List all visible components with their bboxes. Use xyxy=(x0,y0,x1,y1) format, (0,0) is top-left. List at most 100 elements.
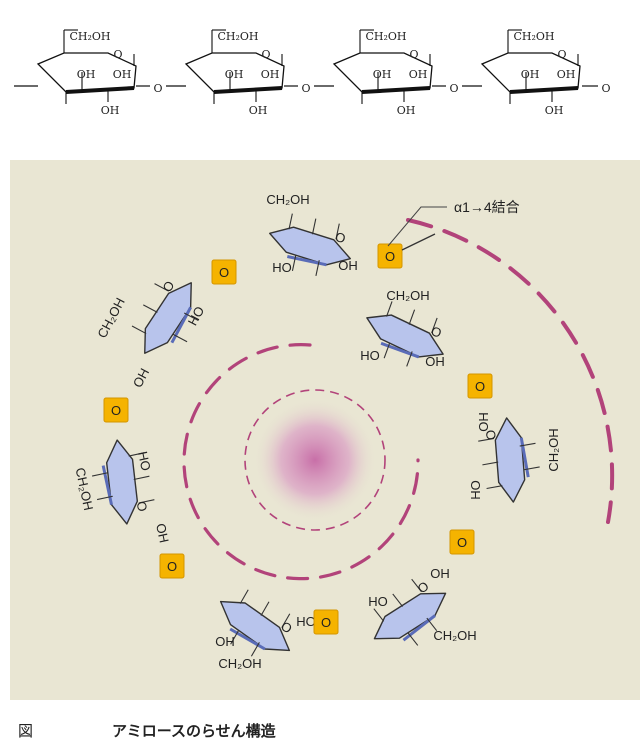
substituent-bond xyxy=(406,351,413,367)
bridge-box xyxy=(159,553,185,579)
bridge-oxygen: O xyxy=(467,373,493,399)
chain-end-oxygen: O xyxy=(601,82,610,95)
bridge-oxygen: O xyxy=(449,529,475,555)
substituent-bond xyxy=(407,632,419,646)
substituent-bond xyxy=(183,312,199,322)
substituent-bond xyxy=(519,442,536,447)
substituent-bond xyxy=(386,301,393,317)
ring-front-edge xyxy=(101,465,113,505)
middle-helix-arc xyxy=(182,343,420,581)
bridge-box xyxy=(449,529,475,555)
substituent-bond xyxy=(478,437,495,442)
ch2oh-label: CH₂OH xyxy=(513,30,554,43)
ch2oh-label: CH₂OH xyxy=(69,30,110,43)
oh-label: OH xyxy=(425,354,445,369)
ring-front-edge xyxy=(402,614,436,642)
bridge-oxygen: O xyxy=(211,259,237,285)
ring-oxygen-label: O xyxy=(334,229,347,246)
substituent-bond xyxy=(96,495,113,501)
ring-shape xyxy=(269,226,351,266)
bridge-box xyxy=(103,397,129,423)
oh-label: OH xyxy=(557,68,576,81)
bridge-box xyxy=(313,609,339,635)
substituent-bond xyxy=(138,499,155,504)
helix-guide-arcs xyxy=(182,218,615,581)
bridge-oxygen: O xyxy=(103,397,129,423)
substituent-bond xyxy=(239,589,249,604)
oh-label: OH xyxy=(409,68,428,81)
substituent-bond xyxy=(411,578,422,593)
ring-front-edge xyxy=(229,627,266,651)
substituent-bond xyxy=(281,613,291,628)
substituent-bond xyxy=(392,593,404,607)
ho-label: HO xyxy=(360,348,380,363)
substituent-bond xyxy=(408,309,416,325)
ring-front-edge xyxy=(65,86,135,94)
ch2oh-label: CH₂OH xyxy=(73,466,97,511)
oh-label: OH xyxy=(225,68,244,81)
ring-front-edge xyxy=(509,86,579,94)
substituent-bond xyxy=(482,461,499,466)
oh-label: OH xyxy=(249,104,268,117)
ch2oh-label: CH₂OH xyxy=(433,628,476,643)
ring-oxygen-label: O xyxy=(429,323,444,341)
oh-label: OH xyxy=(113,68,132,81)
oh-label: OH xyxy=(373,68,392,81)
outer-helix-arc xyxy=(406,218,615,524)
substituent-bond xyxy=(128,452,145,457)
substituent-bond xyxy=(92,472,108,477)
ch2oh-label: CH₂OH xyxy=(218,656,261,671)
bridge-oxygen-label: O xyxy=(301,82,310,95)
ring-front-edge xyxy=(287,255,327,267)
figure-title: アミロースのらせん構造 xyxy=(112,723,276,740)
oh-label: OH xyxy=(153,522,172,544)
ring-shape xyxy=(494,417,526,503)
oh-label: OH xyxy=(397,104,416,117)
chain-continuation-bond xyxy=(401,233,436,251)
ring-oxygen-label: O xyxy=(409,48,418,61)
ring-shape xyxy=(144,282,192,354)
bridge-oxygen-label: O xyxy=(457,535,467,550)
substituent-bond xyxy=(172,333,188,343)
ring-oxygen-label: O xyxy=(483,429,500,442)
bridge-oxygen: O xyxy=(313,609,339,635)
oh-label: OH xyxy=(261,68,280,81)
oh-label: OH xyxy=(130,366,152,390)
oh-label: OH xyxy=(430,566,450,581)
ho-label: HO xyxy=(368,594,388,609)
ring-oxygen-label: O xyxy=(113,48,122,61)
substituent-bond xyxy=(260,601,270,616)
substituent-bond xyxy=(315,260,320,276)
ring-shape xyxy=(373,592,447,640)
substituent-bond xyxy=(383,342,391,359)
ho-label: HO xyxy=(468,480,483,500)
bridge-oxygen-label: O xyxy=(167,559,177,574)
glucose-ring-unit: O xyxy=(269,213,351,276)
ring-front-edge xyxy=(519,437,530,478)
ring-front-edge xyxy=(361,86,431,94)
alpha-1-4-bond-label: α1→4結合 xyxy=(454,199,520,215)
oh-label: OH xyxy=(101,104,120,117)
glucose-ring-unit: O xyxy=(131,278,199,354)
oh-label: OH xyxy=(338,258,358,273)
oh-label: OH xyxy=(77,68,96,81)
inner-helix-circle xyxy=(244,389,386,531)
substituent-bond xyxy=(143,304,158,313)
bridge-box xyxy=(211,259,237,285)
bridge-oxygen-label: O xyxy=(321,615,331,630)
ring-shape xyxy=(105,439,139,525)
oh-label: OH xyxy=(545,104,564,117)
ring-front-edge xyxy=(170,306,192,344)
ch2oh-label: CH₂OH xyxy=(365,30,406,43)
substituent-bond xyxy=(288,213,293,230)
ho-label: HO xyxy=(272,260,292,275)
glucose-ring-unit: O xyxy=(478,417,540,503)
ring-front-edge xyxy=(380,341,420,359)
